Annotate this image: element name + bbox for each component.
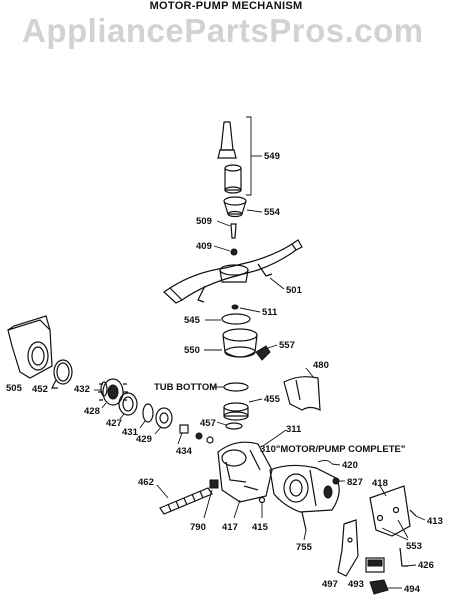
callout-462: 462: [138, 477, 154, 488]
diagram-title: MOTOR-PUMP MECHANISM: [149, 0, 303, 12]
callout-427: 427: [106, 418, 122, 429]
callout-415: 415: [252, 522, 269, 533]
part-545-ring[interactable]: [221, 313, 251, 325]
callout-311: 311: [286, 424, 302, 435]
callout-501: 501: [286, 285, 303, 296]
callout-452: 452: [32, 384, 48, 395]
callout-550: 550: [184, 345, 200, 356]
callout-497: 497: [322, 579, 338, 590]
callout-409: 409: [196, 241, 212, 252]
part-310-motor[interactable]: [269, 464, 340, 513]
callout-428: 428: [84, 406, 100, 417]
callout-549: 549: [264, 151, 280, 162]
part-420-wire[interactable]: [317, 459, 333, 465]
leader-553: [381, 519, 409, 541]
part-509-screw[interactable]: [230, 223, 237, 239]
part-462-auger[interactable]: [159, 487, 213, 515]
callout-432: 432: [74, 384, 90, 395]
part-409-nut[interactable]: [230, 248, 238, 256]
callout-790: 790: [190, 522, 206, 533]
part-497-bracket[interactable]: [337, 519, 359, 577]
callout-426: 426: [418, 560, 434, 571]
part-415-screw[interactable]: [258, 496, 266, 504]
bracket-549: [246, 116, 252, 196]
part-434-nut[interactable]: [179, 424, 214, 444]
callout-413: 413: [427, 516, 443, 527]
callout-431: 431: [122, 427, 139, 438]
tub-bottom-label: TUB BOTTOM: [154, 382, 217, 393]
callout-553: 553: [406, 541, 422, 552]
callout-429: 429: [136, 434, 152, 445]
part-554-coupling[interactable]: [223, 196, 247, 218]
part-tub-bottom-ring: [223, 382, 249, 392]
part-493-switch[interactable]: [365, 557, 385, 573]
callout-418: 418: [372, 478, 388, 489]
callout-755: 755: [296, 542, 313, 553]
callout-455: 455: [264, 394, 281, 405]
part-550-hub[interactable]: [222, 328, 258, 358]
callout-434: 434: [176, 446, 193, 457]
callout-557: 557: [279, 340, 295, 351]
callout-505: 505: [6, 383, 23, 394]
callout-310: 310"MOTOR/PUMP COMPLETE": [260, 444, 405, 455]
callout-420: 420: [342, 460, 358, 471]
part-311-pump-body[interactable]: [217, 441, 273, 503]
callout-554: 554: [264, 207, 281, 218]
callout-457: 457: [200, 418, 216, 429]
part-494-cap[interactable]: [369, 579, 389, 595]
part-549-stem[interactable]: [217, 121, 242, 194]
callout-511: 511: [262, 307, 278, 318]
callout-827: 827: [347, 477, 363, 488]
part-505-housing[interactable]: [7, 315, 53, 379]
watermark: AppliancePartsPros.com: [22, 12, 424, 49]
callout-480: 480: [313, 360, 329, 371]
part-457-ring[interactable]: [225, 422, 243, 430]
part-557-clip[interactable]: [255, 345, 271, 361]
part-480-shield[interactable]: [283, 376, 321, 412]
part-755-screw[interactable]: [301, 511, 307, 531]
callout-509: 509: [196, 216, 212, 227]
leader-417: [233, 499, 241, 519]
part-428-impeller[interactable]: [98, 378, 128, 406]
part-452-clamp[interactable]: [51, 359, 73, 389]
part-827-screw[interactable]: [332, 477, 340, 485]
part-418-bracket[interactable]: [369, 485, 417, 537]
part-427-ring[interactable]: [118, 392, 138, 416]
part-429-disc[interactable]: [155, 407, 173, 429]
part-431-ring[interactable]: [142, 403, 154, 423]
callout-545: 545: [184, 315, 201, 326]
part-790-spring[interactable]: [209, 479, 219, 489]
callout-494: 494: [404, 584, 421, 595]
callout-493: 493: [348, 579, 364, 590]
part-455-seal[interactable]: [223, 402, 249, 421]
callout-417: 417: [222, 522, 238, 533]
part-501-spray-arm[interactable]: [163, 239, 303, 304]
part-511-washer[interactable]: [231, 304, 239, 310]
